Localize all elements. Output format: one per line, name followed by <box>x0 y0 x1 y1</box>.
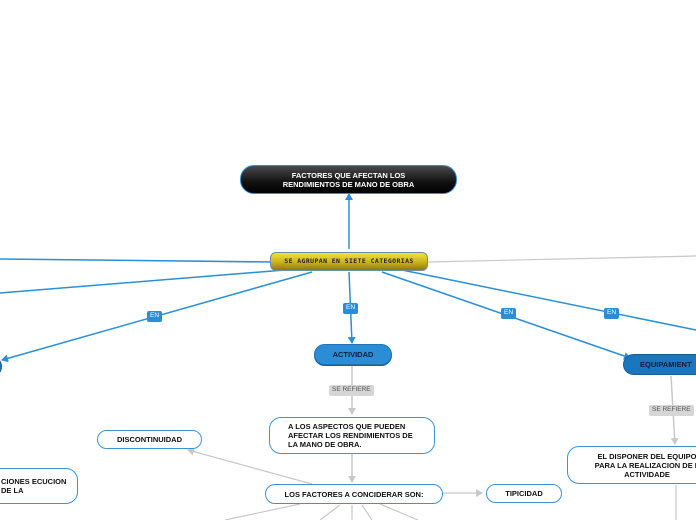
edge-label-se-refiere-2[interactable]: SE REFIERE <box>649 405 694 416</box>
actividad-text: ACTIVIDAD <box>332 350 374 359</box>
actividad-node[interactable]: ACTIVIDAD <box>314 344 392 365</box>
edge-factores-down-1 <box>224 503 301 520</box>
edge-label-se-refiere-1[interactable]: SE REFIERE <box>329 385 374 396</box>
edge-label-en-right-1[interactable]: EN <box>501 308 517 319</box>
equipamiento-node[interactable]: EQUIPAMIENT <box>623 354 696 375</box>
edge-categories-left-2 <box>0 269 286 294</box>
categories-node[interactable]: SE AGRUPAN EN SIETE CATEGORIAS <box>270 252 428 271</box>
factores-text: LOS FACTORES A CONCIDERAR SON: <box>284 489 424 499</box>
edge-label-en-right-2[interactable]: EN <box>604 308 620 319</box>
edge-categories-left-1 <box>0 258 273 263</box>
edge-label-en-center[interactable]: EN <box>343 303 359 314</box>
edge-factores-down-2 <box>319 504 341 520</box>
equipo-definition-text: EL DISPONER DEL EQUIPO PARA LA REALIZACI… <box>594 451 696 479</box>
edge-factores-down-4 <box>361 504 373 520</box>
condiciones-text: CIONES ECUCION DE LA <box>1 477 67 495</box>
edge-categories-right-3 <box>427 255 696 263</box>
tipicidad-text: TIPICIDAD <box>505 489 543 498</box>
title-node[interactable]: FACTORES QUE AFECTAN LOS RENDIMIENTOS DE… <box>240 165 457 194</box>
actividad-definition-text: A LOS ASPECTOS QUE PUEDEN AFECTAR LOS RE… <box>288 422 413 449</box>
equipo-definition-node[interactable]: EL DISPONER DEL EQUIPO PARA LA REALIZACI… <box>567 446 696 484</box>
condiciones-node[interactable]: CIONES ECUCION DE LA <box>0 468 78 504</box>
categories-text: SE AGRUPAN EN SIETE CATEGORIAS <box>284 256 414 265</box>
edge-factores-down-5 <box>379 503 419 520</box>
title-text: FACTORES QUE AFECTAN LOS RENDIMIENTOS DE… <box>282 170 415 189</box>
discontinuidad-text: DISCONTINUIDAD <box>117 435 182 444</box>
tipicidad-node[interactable]: TIPICIDAD <box>486 484 562 503</box>
edge-factores-discontinuidad <box>187 447 313 485</box>
edge-categories-right-2 <box>401 269 696 331</box>
equipamiento-text: EQUIPAMIENT <box>640 360 692 369</box>
factores-node[interactable]: LOS FACTORES A CONCIDERAR SON: <box>265 484 443 504</box>
edge-label-en-left[interactable]: EN <box>147 311 163 322</box>
discontinuidad-node[interactable]: DISCONTINUIDAD <box>97 430 202 449</box>
actividad-definition-node[interactable]: A LOS ASPECTOS QUE PUEDEN AFECTAR LOS RE… <box>269 417 435 454</box>
